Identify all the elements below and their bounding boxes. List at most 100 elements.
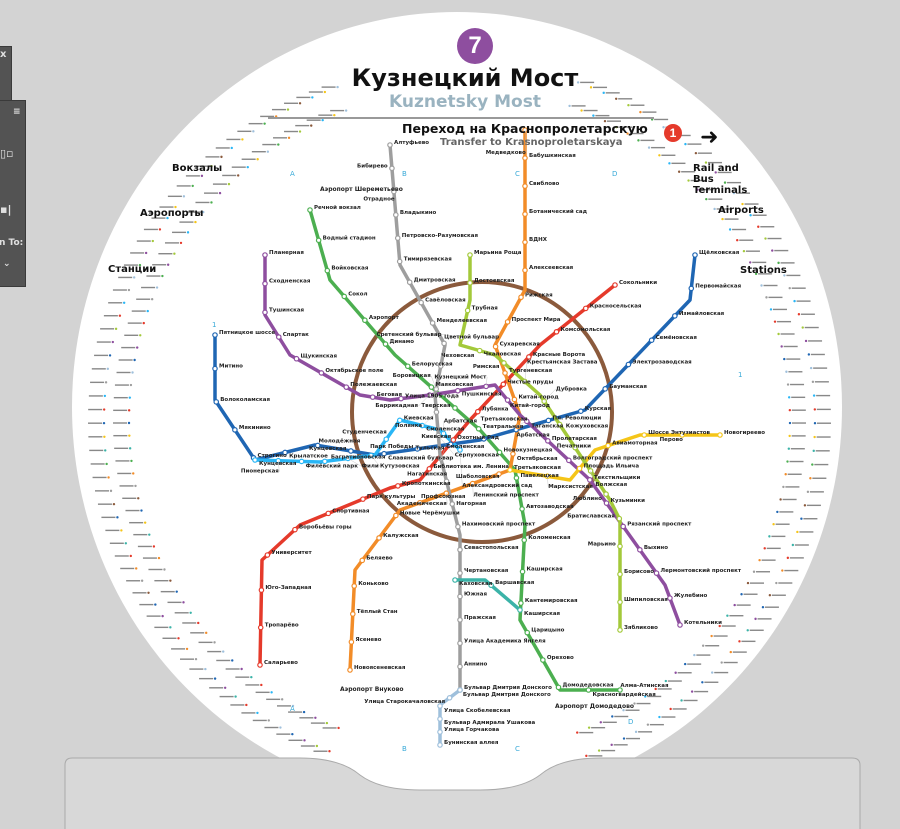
- station-marker[interactable]: [318, 370, 325, 376]
- station-label[interactable]: Аэропорт: [369, 315, 400, 321]
- station-marker[interactable]: [307, 207, 313, 213]
- station-marker[interactable]: [617, 687, 623, 693]
- station-label[interactable]: Третьяковская: [481, 416, 528, 422]
- station-marker[interactable]: [262, 309, 268, 316]
- station-label[interactable]: Новоясеневская: [354, 665, 406, 671]
- station-marker[interactable]: [232, 427, 238, 433]
- station-marker[interactable]: [510, 451, 516, 457]
- station-label[interactable]: Пролетарская: [552, 436, 598, 442]
- station-marker[interactable]: [522, 239, 528, 245]
- station-label[interactable]: Планерная: [269, 250, 304, 256]
- station-marker[interactable]: [677, 622, 683, 628]
- station-label[interactable]: Профсоюзная: [421, 493, 466, 500]
- chevron-down-icon[interactable]: ⌄: [3, 259, 11, 269]
- station-label[interactable]: Улица Горчакова: [444, 727, 500, 733]
- station-label[interactable]: Кузьминки: [611, 498, 646, 504]
- station-label[interactable]: Чкаловская: [484, 352, 522, 358]
- station-marker[interactable]: [258, 587, 265, 593]
- station-label[interactable]: Беляево: [366, 555, 393, 561]
- station-marker[interactable]: [452, 405, 458, 411]
- station-label[interactable]: Юго-Западная: [265, 585, 311, 591]
- station-label[interactable]: Кунцевская: [259, 461, 297, 467]
- station-label[interactable]: Ленинский проспект: [473, 492, 539, 499]
- station-marker[interactable]: [524, 629, 531, 636]
- station-label[interactable]: Курская: [585, 406, 612, 412]
- station-label[interactable]: Тёплый Стан: [357, 608, 398, 615]
- station-label[interactable]: Третьяковская: [514, 465, 561, 471]
- station-marker[interactable]: [393, 212, 399, 218]
- station-label[interactable]: Цветной бульвар: [444, 333, 499, 340]
- station-marker[interactable]: [679, 432, 685, 438]
- station-label[interactable]: Октябрьское поле: [325, 367, 383, 374]
- station-marker[interactable]: [213, 399, 220, 405]
- station-label[interactable]: Крылатское: [289, 453, 328, 459]
- station-label[interactable]: Бунинская аллея: [444, 740, 499, 746]
- station-marker[interactable]: [518, 294, 524, 301]
- station-marker[interactable]: [566, 457, 572, 464]
- station-marker[interactable]: [524, 418, 530, 425]
- station-marker[interactable]: [447, 441, 454, 447]
- station-marker[interactable]: [343, 384, 350, 390]
- station-marker[interactable]: [457, 546, 463, 553]
- station-label[interactable]: Академическая: [397, 501, 447, 507]
- station-label[interactable]: Пражская: [464, 615, 496, 621]
- station-marker[interactable]: [450, 437, 457, 443]
- station-label[interactable]: Тургеневская: [509, 368, 553, 374]
- station-marker[interactable]: [446, 694, 453, 701]
- station-marker[interactable]: [457, 687, 463, 693]
- station-label[interactable]: Кожуховская: [566, 423, 609, 429]
- station-marker[interactable]: [325, 510, 332, 517]
- station-label[interactable]: Новые Черёмушки: [400, 510, 460, 516]
- station-label[interactable]: Сходненская: [269, 279, 311, 285]
- station-label[interactable]: Спортивная: [332, 508, 370, 514]
- station-label[interactable]: Коньково: [358, 581, 389, 587]
- station-label[interactable]: Марксистская: [548, 484, 593, 490]
- station-label[interactable]: Театральная: [483, 424, 524, 430]
- station-label[interactable]: Трубная: [472, 305, 499, 312]
- station-label[interactable]: Площадь Ильича: [584, 464, 640, 470]
- station-label[interactable]: Рязанский проспект: [627, 520, 692, 527]
- station-marker[interactable]: [383, 436, 390, 443]
- station-marker[interactable]: [602, 386, 608, 392]
- station-label[interactable]: Котельники: [684, 620, 722, 626]
- station-marker[interactable]: [452, 577, 458, 583]
- station-marker[interactable]: [293, 355, 300, 362]
- station-label[interactable]: Бабушкинская: [529, 152, 576, 159]
- station-marker[interactable]: [526, 354, 532, 360]
- station-marker[interactable]: [667, 595, 673, 601]
- station-marker[interactable]: [362, 317, 368, 324]
- station-marker[interactable]: [262, 252, 268, 258]
- station-label[interactable]: Лермонтовский проспект: [661, 567, 742, 574]
- station-marker[interactable]: [540, 657, 546, 663]
- station-label[interactable]: Севастопольская: [464, 545, 519, 551]
- station-marker[interactable]: [617, 543, 623, 550]
- station-marker[interactable]: [603, 500, 610, 506]
- station-label[interactable]: Волоколамская: [220, 397, 270, 403]
- station-label[interactable]: Люблино: [573, 495, 602, 502]
- station-label[interactable]: Петровско-Разумовская: [402, 233, 479, 239]
- station-marker[interactable]: [502, 370, 508, 376]
- station-label[interactable]: Беговая: [377, 392, 403, 398]
- station-label[interactable]: Щукинская: [301, 354, 338, 360]
- station-label[interactable]: Нахимовский проспект: [462, 521, 536, 528]
- station-marker[interactable]: [455, 523, 461, 530]
- station-marker[interactable]: [648, 337, 655, 344]
- station-label[interactable]: Фили: [362, 463, 379, 469]
- station-marker[interactable]: [393, 512, 399, 519]
- station-label[interactable]: Кузнецкий Мост: [434, 373, 487, 380]
- station-label[interactable]: Митино: [219, 364, 243, 370]
- station-marker[interactable]: [555, 684, 562, 691]
- station-marker[interactable]: [396, 258, 403, 265]
- station-label[interactable]: Борисово: [624, 569, 654, 575]
- station-label[interactable]: Красногвардейская: [592, 691, 656, 698]
- station-marker[interactable]: [672, 313, 678, 319]
- station-label[interactable]: Новокузнецкая: [504, 447, 553, 453]
- station-marker[interactable]: [467, 252, 473, 258]
- station-label[interactable]: Китай-город: [518, 393, 559, 400]
- station-marker[interactable]: [488, 582, 494, 589]
- station-marker[interactable]: [350, 611, 356, 617]
- station-marker[interactable]: [481, 436, 487, 442]
- station-marker[interactable]: [545, 438, 551, 444]
- station-marker[interactable]: [617, 627, 623, 633]
- station-marker[interactable]: [454, 387, 461, 394]
